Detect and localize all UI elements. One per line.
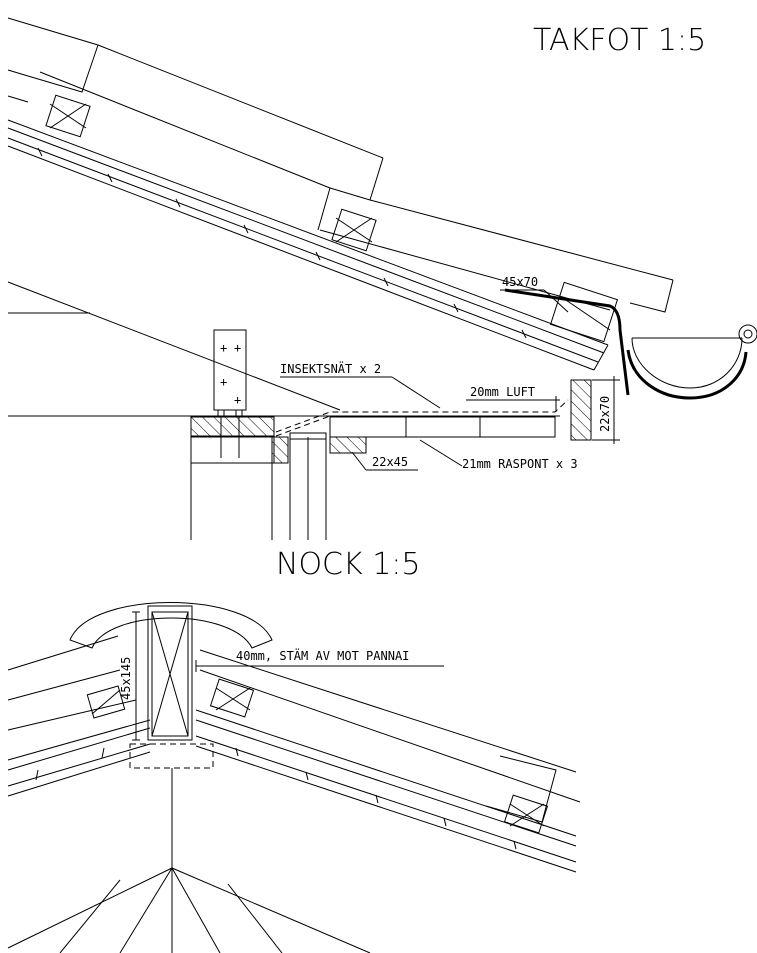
- svg-text:20mm LUFT: 20mm LUFT: [470, 385, 535, 399]
- rafter-line: [7, 281, 341, 411]
- ridge-cap: [69, 602, 273, 649]
- fascia-dimension: 22x70: [592, 376, 620, 444]
- svg-text:+: +: [234, 393, 241, 407]
- label-45x70: 45x70: [500, 275, 569, 313]
- board-22x45: [329, 436, 367, 454]
- svg-text:+: +: [220, 375, 227, 389]
- tile-batten: [331, 208, 377, 252]
- nock-title: NOCK 1:5: [276, 547, 421, 582]
- label-cut-note: 40mm, STÄM AV MOT PANNAI: [195, 648, 444, 672]
- svg-text:+: +: [220, 341, 227, 355]
- roof-tiles: [7, 17, 674, 313]
- right-slope: [195, 649, 581, 873]
- raspont-boards: [329, 416, 556, 438]
- svg-text:+: +: [234, 341, 241, 355]
- label-air: 20mm LUFT: [466, 385, 560, 412]
- svg-text:INSEKTSNÄT x 2: INSEKTSNÄT x 2: [280, 361, 381, 376]
- label-22x45: 22x45: [351, 451, 418, 471]
- wall-plate: [190, 436, 275, 464]
- gutter: [626, 324, 757, 400]
- label-insect: INSEKTSNÄT x 2: [280, 361, 441, 409]
- svg-text:40mm, STÄM AV MOT PANNAI: 40mm, STÄM AV MOT PANNAI: [236, 648, 409, 663]
- drip-flashing: [504, 288, 630, 396]
- left-slope: [7, 635, 151, 797]
- nock-detail: NOCK 1:5 45x145 40mm, STÄM AV MOT PANNAI: [7, 547, 581, 953]
- top-plate: [190, 416, 275, 437]
- svg-text:45x70: 45x70: [502, 275, 538, 289]
- wall-board: [271, 436, 289, 464]
- roof-layers: [7, 119, 609, 371]
- insect-mesh: [275, 399, 569, 433]
- takfot-detail: TAKFOT 1:5: [7, 17, 757, 540]
- ridge-beam: 45x145: [119, 605, 193, 741]
- truss-lines: [7, 768, 371, 953]
- tile-batten: [45, 94, 91, 138]
- tile-batten-45x70: [549, 281, 619, 343]
- fascia-board: [570, 379, 592, 441]
- svg-text:21mm RASPONT x 3: 21mm RASPONT x 3: [462, 457, 578, 471]
- ridge-board-hidden: [129, 743, 214, 769]
- takfot-title: TAKFOT 1:5: [533, 23, 706, 58]
- stud-post: + + + +: [213, 329, 247, 458]
- label-raspont: 21mm RASPONT x 3: [419, 439, 578, 471]
- fascia-label: 22x70: [598, 396, 612, 432]
- svg-text:22x45: 22x45: [372, 455, 408, 469]
- ridge-beam-label: 45x145: [119, 657, 133, 700]
